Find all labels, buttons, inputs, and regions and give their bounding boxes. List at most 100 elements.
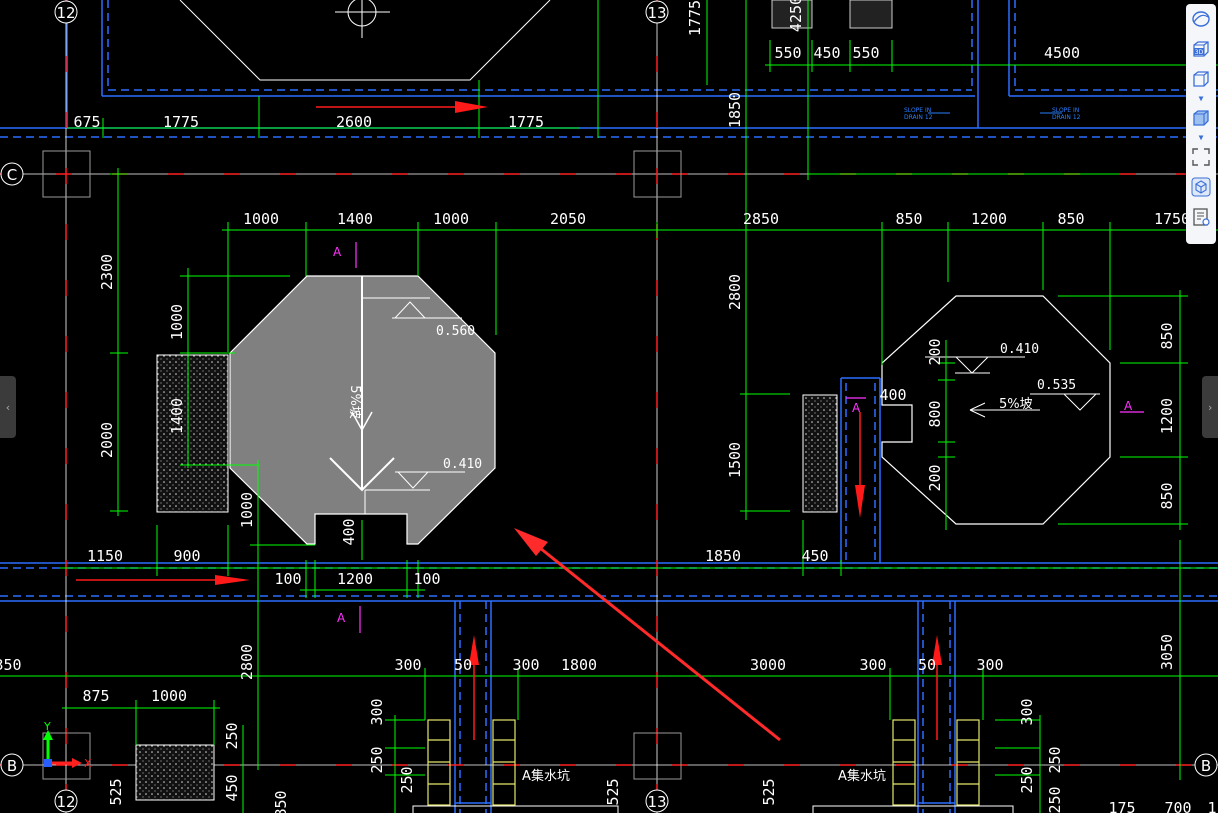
svg-text:SLOPE IN: SLOPE IN	[904, 107, 931, 114]
svg-text:175: 175	[1108, 799, 1135, 813]
svg-text:4250: 4250	[787, 0, 805, 32]
right-panel-toggle[interactable]: ›	[1202, 376, 1218, 438]
fit-screen-button[interactable]	[1186, 142, 1216, 172]
svg-text:A: A	[522, 769, 531, 784]
column-outlines	[42, 150, 682, 780]
svg-text:400: 400	[879, 386, 906, 404]
svg-text:300: 300	[512, 656, 539, 674]
properties-button[interactable]	[1186, 202, 1216, 232]
svg-text:550: 550	[774, 44, 801, 62]
svg-text:1000: 1000	[151, 687, 187, 705]
svg-text:1000: 1000	[238, 492, 256, 528]
fit-screen-icon	[1192, 148, 1210, 166]
svg-text:2050: 2050	[550, 210, 586, 228]
top-pit-outline	[179, 0, 551, 81]
flow-arrows	[76, 101, 942, 740]
svg-text:250: 250	[223, 722, 241, 749]
view-dropdown-caret[interactable]: ▼	[1198, 94, 1204, 103]
svg-text:0.560: 0.560	[436, 324, 475, 339]
svg-text:B: B	[1201, 757, 1211, 775]
svg-text:1200: 1200	[337, 570, 373, 588]
svg-text:0.410: 0.410	[1000, 342, 1039, 357]
svg-text:850: 850	[1158, 482, 1176, 509]
svg-text:1775: 1775	[163, 113, 199, 131]
axis-bubble-c: C	[0, 162, 24, 186]
svg-text:525: 525	[107, 778, 125, 805]
svg-text:300: 300	[859, 656, 886, 674]
view-toolbar: 3D ▼ ▼	[1186, 4, 1216, 244]
svg-text:12: 12	[56, 793, 75, 811]
svg-text:3050: 3050	[1158, 634, 1176, 670]
chevron-left-icon: ‹	[4, 400, 12, 414]
svg-text:100: 100	[274, 570, 301, 588]
svg-text:850: 850	[1158, 322, 1176, 349]
svg-text:1000: 1000	[433, 210, 469, 228]
annotation-arrow	[514, 528, 781, 742]
svg-text:B: B	[7, 757, 17, 775]
hatched-block-left	[156, 354, 229, 513]
svg-text:450: 450	[813, 44, 840, 62]
axis-bubble-13-top: 13	[645, 0, 669, 24]
svg-text:875: 875	[82, 687, 109, 705]
top-hatched-blocks	[771, 0, 893, 29]
slope-label-left: 5%坡	[347, 385, 362, 419]
slope-notes: SLOPE IN DRAIN 12 SLOPE IN DRAIN 12	[904, 107, 1081, 121]
section-letters: A A A A	[333, 245, 1133, 625]
svg-text:1850: 1850	[705, 547, 741, 565]
svg-text:0.410: 0.410	[443, 457, 482, 472]
svg-text:250: 250	[1046, 786, 1064, 813]
svg-text:550: 550	[852, 44, 879, 62]
bottom-base-outline	[412, 805, 1014, 813]
svg-text:1775: 1775	[686, 0, 704, 36]
svg-text:2600: 2600	[336, 113, 372, 131]
axis-bubble-12-bottom: 12	[54, 789, 78, 813]
3d-view-icon: 3D	[1193, 41, 1209, 57]
3d-view-button[interactable]: 3D	[1186, 34, 1216, 64]
svg-text:200: 200	[926, 338, 944, 365]
svg-text:300: 300	[976, 656, 1003, 674]
svg-text:450: 450	[223, 774, 241, 801]
orbit-button[interactable]	[1186, 4, 1216, 34]
svg-text:850: 850	[1057, 210, 1084, 228]
orbit-icon	[1192, 11, 1210, 27]
svg-text:2000: 2000	[98, 422, 116, 458]
shaded-view-button[interactable]	[1186, 103, 1216, 133]
svg-text:400: 400	[340, 518, 358, 545]
axis-bubble-b-right: B	[1194, 753, 1218, 777]
svg-text:300: 300	[394, 656, 421, 674]
left-panel-toggle[interactable]: ‹	[0, 376, 16, 438]
svg-text:250: 250	[398, 766, 416, 793]
svg-text:1800: 1800	[561, 656, 597, 674]
stair-pits	[427, 719, 980, 806]
svg-text:1400: 1400	[168, 398, 186, 434]
shade-dropdown-caret[interactable]: ▼	[1198, 133, 1204, 142]
svg-text:350: 350	[0, 656, 22, 674]
svg-text:1750: 1750	[1154, 210, 1190, 228]
svg-text:2800: 2800	[238, 644, 256, 680]
svg-text:集水坑: 集水坑	[847, 768, 886, 784]
svg-text:1775: 1775	[508, 113, 544, 131]
svg-text:1: 1	[1207, 799, 1216, 813]
shaded-cube-icon	[1193, 110, 1209, 126]
view-cube-button[interactable]	[1186, 64, 1216, 94]
svg-text:1150: 1150	[87, 547, 123, 565]
svg-text:50: 50	[454, 656, 472, 674]
svg-text:DRAIN 12: DRAIN 12	[1052, 114, 1081, 121]
svg-text:800: 800	[926, 400, 944, 427]
svg-text:1200: 1200	[1158, 398, 1176, 434]
svg-text:300: 300	[1018, 698, 1036, 725]
vertical-dimension-texts: 1775 4250 1850 2300 1000 1400 2000 1000 …	[98, 0, 1176, 813]
svg-text:250: 250	[1046, 746, 1064, 773]
svg-text:2850: 2850	[743, 210, 779, 228]
dimension-texts: 675 1775 2600 1775 550 450 550 4500 1000…	[0, 44, 1217, 813]
sump-pit-right	[881, 295, 1111, 525]
svg-text:SLOPE IN: SLOPE IN	[1052, 107, 1079, 114]
svg-text:700: 700	[1164, 799, 1191, 813]
svg-text:2800: 2800	[726, 274, 744, 310]
model-icon	[1191, 177, 1211, 197]
svg-text:A: A	[1124, 399, 1133, 413]
model-button[interactable]	[1186, 172, 1216, 202]
svg-text:3D: 3D	[1195, 49, 1204, 56]
